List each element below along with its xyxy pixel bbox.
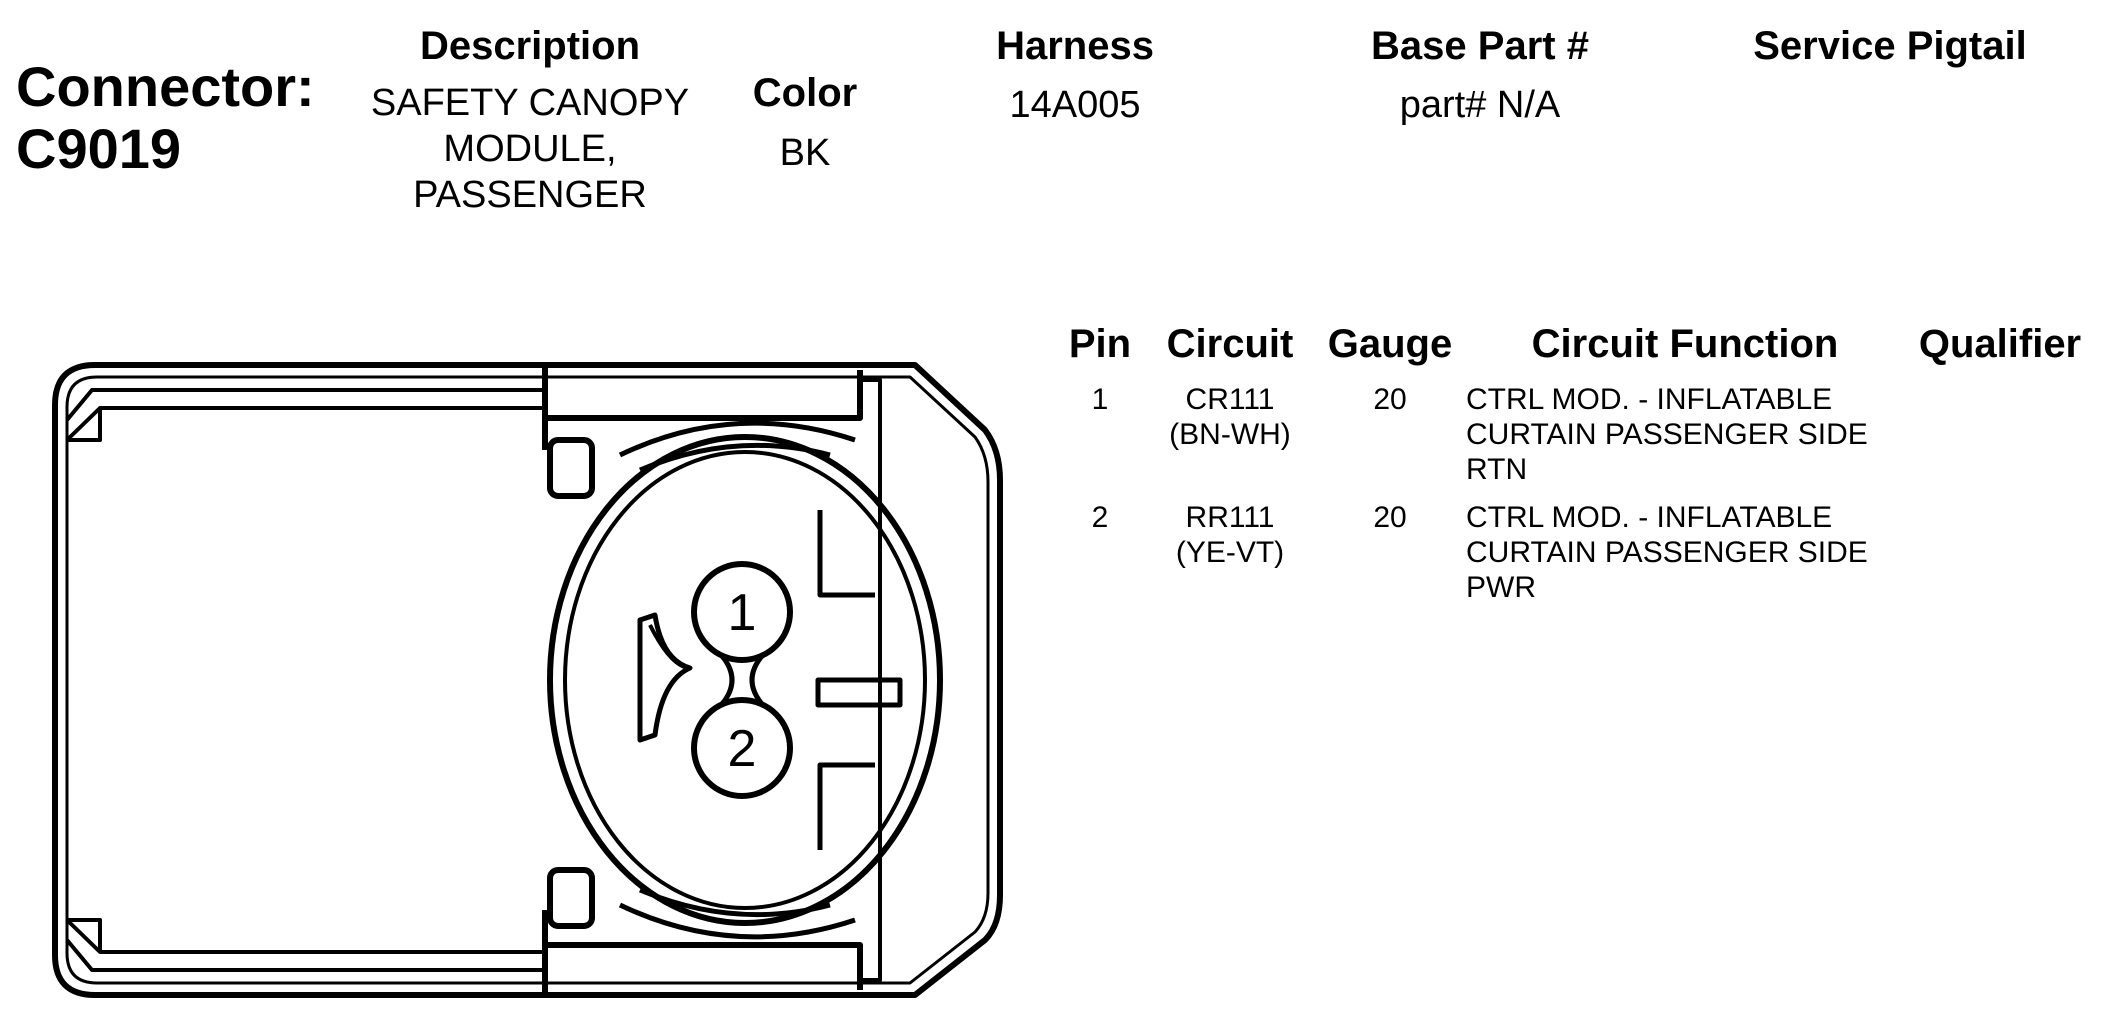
function-line: CURTAIN PASSENGER SIDE	[1466, 536, 1868, 569]
circuit-code: CR111	[1185, 383, 1275, 416]
pin-1-label: 1	[728, 584, 757, 642]
description-header: Description	[419, 24, 641, 68]
function-line: CTRL MOD. - INFLATABLE	[1466, 383, 1833, 416]
keying-feature	[637, 612, 693, 743]
connector-id: C9019	[16, 117, 182, 180]
table-row-1-circuit: CR111 (BN-WH)	[1145, 382, 1315, 452]
circuit-color: (YE-VT)	[1175, 536, 1285, 569]
table-row-1-pin: 1	[1091, 383, 1109, 416]
table-row-2-function: CTRL MOD. - INFLATABLE CURTAIN PASSENGER…	[1466, 500, 1906, 605]
base-part-header: Base Part #	[1371, 24, 1589, 68]
pin-header: Pin	[1068, 322, 1132, 366]
service-pigtail-header: Service Pigtail	[1753, 24, 2027, 68]
harness-value: 14A005	[1009, 84, 1141, 126]
function-line: CTRL MOD. - INFLATABLE	[1466, 501, 1833, 534]
connector-face-diagram: 1 2	[52, 362, 1003, 998]
description-line: MODULE,	[443, 128, 617, 170]
table-row-2-pin: 2	[1091, 501, 1109, 534]
base-part-value: part# N/A	[1399, 84, 1561, 126]
color-value: BK	[779, 132, 831, 174]
harness-header: Harness	[996, 24, 1154, 68]
pin-2-terminal	[691, 697, 793, 799]
circuit-function-header: Circuit Function	[1531, 322, 1839, 366]
gauge-header: Gauge	[1327, 322, 1453, 366]
circuit-color: (BN-WH)	[1169, 418, 1291, 451]
lock-tab-bottom	[547, 867, 595, 929]
connector-label: Connector:	[16, 55, 315, 118]
table-row-1-function: CTRL MOD. - INFLATABLE CURTAIN PASSENGER…	[1466, 382, 1906, 487]
description-line: PASSENGER	[413, 174, 647, 216]
description-line: SAFETY CANOPY	[370, 82, 690, 124]
function-line: RTN	[1466, 453, 1528, 486]
cavity-outer-ring	[547, 434, 943, 926]
description-value: SAFETY CANOPY MODULE, PASSENGER	[330, 80, 730, 218]
lock-tab-top	[547, 437, 595, 499]
pin-2-label: 2	[728, 720, 757, 778]
function-line: CURTAIN PASSENGER SIDE	[1466, 418, 1868, 451]
qualifier-header: Qualifier	[1918, 322, 2082, 366]
circuit-code: RR111	[1185, 501, 1275, 534]
pin-1-terminal	[691, 561, 793, 663]
connector-housing-outline	[52, 362, 1003, 998]
connector-title: Connector: C9019	[16, 56, 315, 180]
circuit-header: Circuit	[1166, 322, 1294, 366]
table-row-2-gauge: 20	[1373, 501, 1407, 534]
function-line: PWR	[1466, 571, 1536, 604]
table-row-2-circuit: RR111 (YE-VT)	[1145, 500, 1315, 570]
table-row-1-gauge: 20	[1373, 383, 1407, 416]
color-header: Color	[752, 71, 858, 115]
